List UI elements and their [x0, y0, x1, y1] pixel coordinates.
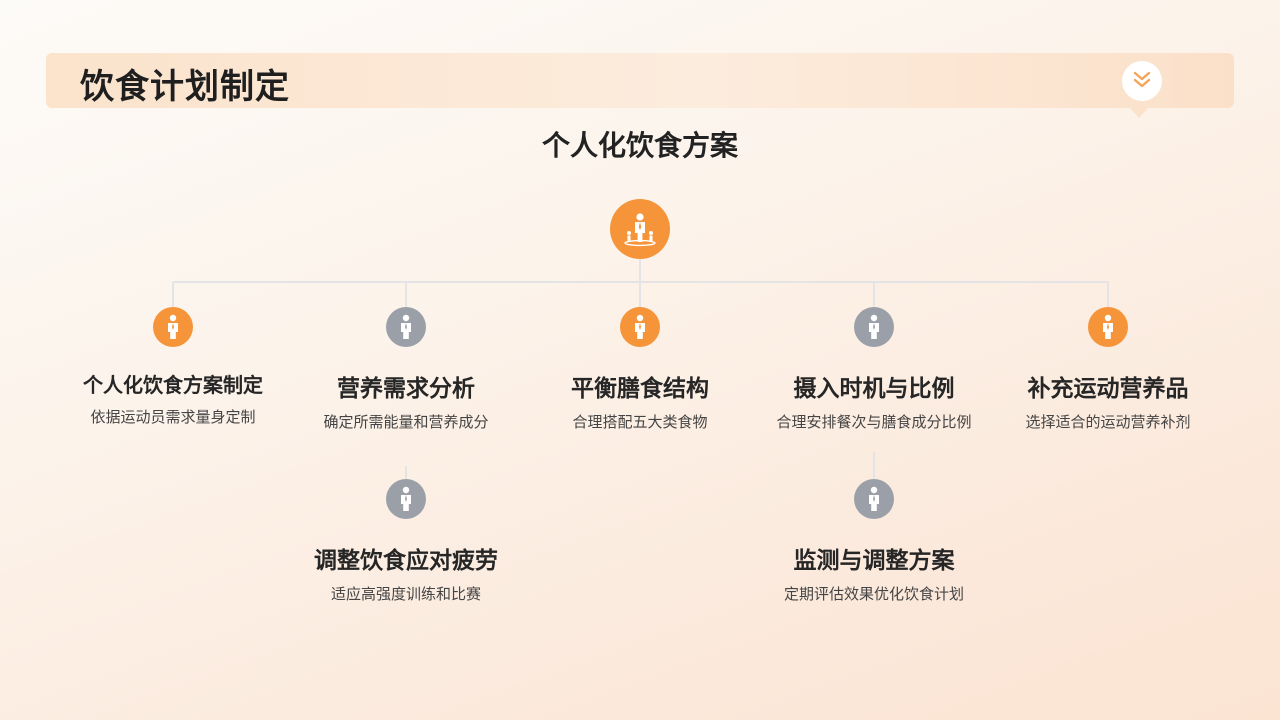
node-fatigue-adjustment: 调整饮食应对疲劳 适应高强度训练和比赛 [286, 479, 526, 606]
person-icon [854, 307, 894, 347]
double-chevron-down-icon [1122, 61, 1162, 101]
person-icon [153, 307, 193, 347]
node-desc: 适应高强度训练和比赛 [330, 585, 481, 603]
node-title: 补充运动营养品 [1027, 376, 1189, 402]
node-desc: 确定所需能量和营养成分 [323, 413, 489, 431]
person-icon [1088, 307, 1128, 347]
person-icon [620, 307, 660, 347]
node-title: 监测与调整方案 [793, 548, 955, 574]
title-notch [1130, 108, 1148, 118]
person-podium-icon [610, 199, 670, 259]
node-personal-plan: 个人化饮食方案制定 依据运动员需求量身定制 [53, 307, 293, 429]
node-nutrition-analysis: 营养需求分析 确定所需能量和营养成分 [286, 307, 526, 434]
node-title: 营养需求分析 [337, 376, 475, 402]
node-title: 摄入时机与比例 [793, 376, 955, 402]
node-supplements: 补充运动营养品 选择适合的运动营养补剂 [988, 307, 1228, 434]
person-icon [854, 479, 894, 519]
node-desc: 合理搭配五大类食物 [572, 413, 708, 431]
person-icon [386, 307, 426, 347]
diagram-root-title: 个人化饮食方案 [541, 129, 738, 162]
node-desc: 选择适合的运动营养补剂 [1025, 413, 1191, 431]
node-title: 调整饮食应对疲劳 [314, 548, 498, 574]
node-title: 平衡膳食结构 [571, 376, 709, 402]
node-intake-timing: 摄入时机与比例 合理安排餐次与膳食成分比例 [754, 307, 994, 434]
page-title: 饮食计划制定 [80, 67, 290, 107]
node-monitor-adjust: 监测与调整方案 定期评估效果优化饮食计划 [754, 479, 994, 606]
node-desc: 定期评估效果优化饮食计划 [783, 585, 964, 603]
person-icon [386, 479, 426, 519]
node-balanced-diet: 平衡膳食结构 合理搭配五大类食物 [520, 307, 760, 434]
node-desc: 合理安排餐次与膳食成分比例 [776, 413, 972, 431]
title-bar: 饮食计划制定 [46, 53, 1234, 108]
node-title: 个人化饮食方案制定 [83, 373, 263, 397]
node-desc: 依据运动员需求量身定制 [90, 408, 256, 426]
